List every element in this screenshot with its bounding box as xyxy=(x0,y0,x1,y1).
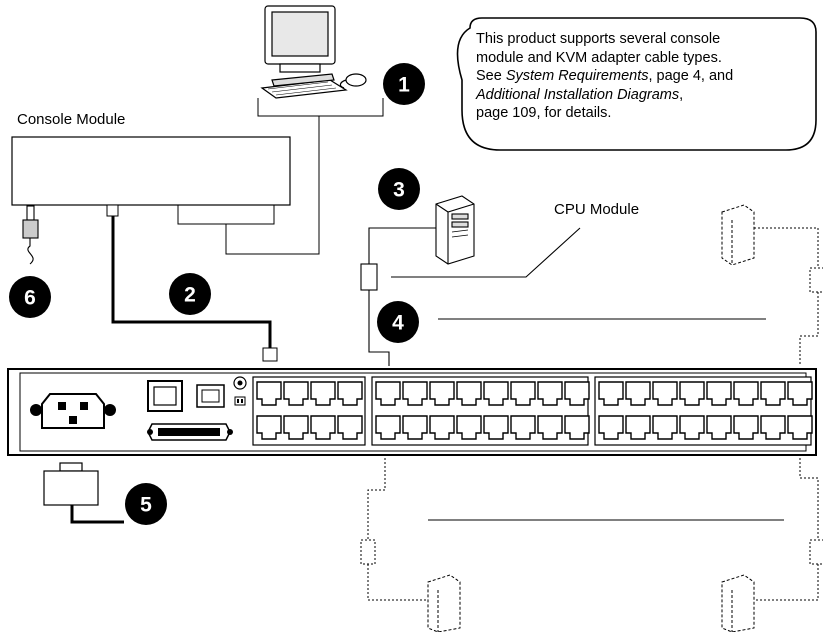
callout-line-4: Additional Installation Diagrams, xyxy=(476,86,684,103)
kvm-port xyxy=(652,381,678,406)
callout-line-5: page 109, for details. xyxy=(476,105,612,122)
kvm-port xyxy=(787,415,813,440)
kvm-port xyxy=(537,415,563,440)
svg-text:4: 4 xyxy=(392,312,404,335)
console-module-icon xyxy=(11,136,291,206)
kvm-port xyxy=(510,381,536,406)
svg-text:6: 6 xyxy=(24,287,36,310)
kvm-port xyxy=(733,415,759,440)
svg-text:2: 2 xyxy=(184,284,196,307)
kvm-port xyxy=(283,381,309,406)
computer-icon xyxy=(260,5,367,99)
callout-line-1: This product supports several console xyxy=(476,31,721,47)
kvm-port xyxy=(375,381,401,406)
kvm-port xyxy=(706,415,732,440)
kvm-port xyxy=(679,415,705,440)
console-to-computer-cable xyxy=(177,98,384,255)
kvm-port xyxy=(679,381,705,406)
dotted-server-top-right xyxy=(721,204,755,266)
step-badge-3: 3 xyxy=(378,168,420,210)
server-tower-icon xyxy=(435,195,475,265)
kvm-switch-icon xyxy=(7,368,817,456)
kvm-port xyxy=(256,381,282,406)
kvm-port xyxy=(537,381,563,406)
svg-text:1: 1 xyxy=(398,74,410,97)
kvm-port xyxy=(283,415,309,440)
power-cord-icon xyxy=(43,462,124,524)
kvm-port xyxy=(310,415,336,440)
callout-bubble xyxy=(456,17,817,151)
step-badge-2: 2 xyxy=(169,273,211,315)
kvm-port xyxy=(337,415,363,440)
kvm-port xyxy=(510,415,536,440)
kvm-port xyxy=(256,415,282,440)
kvm-port xyxy=(564,381,590,406)
kvm-port xyxy=(760,415,786,440)
kvm-port xyxy=(429,381,455,406)
switch-console-connector xyxy=(262,347,278,362)
kvm-port xyxy=(625,381,651,406)
dotted-connections xyxy=(360,227,823,601)
kvm-port xyxy=(337,381,363,406)
kvm-port xyxy=(760,381,786,406)
kvm-port xyxy=(483,415,509,440)
kvm-port-bank xyxy=(256,381,813,440)
svg-text:3: 3 xyxy=(393,179,405,202)
additional-diagrams-ref: Additional Installation Diagrams xyxy=(476,86,680,103)
dotted-server-bottom-left xyxy=(427,574,461,632)
kvm-port xyxy=(787,381,813,406)
dotted-server-bottom-right xyxy=(721,574,755,632)
kvm-port xyxy=(598,381,624,406)
console-connector xyxy=(106,204,119,217)
kvm-port xyxy=(706,381,732,406)
svg-text:5: 5 xyxy=(140,494,152,517)
kvm-port xyxy=(310,381,336,406)
kvm-port xyxy=(429,415,455,440)
kvm-port xyxy=(625,415,651,440)
step-badge-6: 6 xyxy=(9,276,51,318)
callout-line-3: See System Requirements, page 4, and xyxy=(476,68,734,85)
step-badge-1: 1 xyxy=(383,63,425,105)
system-requirements-ref: System Requirements xyxy=(505,68,649,85)
kvm-port xyxy=(375,415,401,440)
kvm-port xyxy=(402,381,428,406)
console-cable xyxy=(111,216,272,348)
callout-text: This product supports several console mo… xyxy=(476,30,821,123)
kvm-port xyxy=(598,415,624,440)
kvm-port xyxy=(402,415,428,440)
kvm-port xyxy=(483,381,509,406)
step-badge-4: 4 xyxy=(377,301,419,343)
kvm-port xyxy=(652,415,678,440)
cpu-module-icon xyxy=(360,227,581,366)
kvm-port xyxy=(456,381,482,406)
console-module-label: Console Module xyxy=(17,111,125,128)
callout-line-2: module and KVM adapter cable types. xyxy=(476,49,722,66)
kvm-port xyxy=(564,415,590,440)
cpu-module-label: CPU Module xyxy=(554,201,639,218)
step-badge-5: 5 xyxy=(125,483,167,525)
kvm-port xyxy=(456,415,482,440)
audio-plug-icon xyxy=(22,205,39,265)
kvm-port xyxy=(733,381,759,406)
